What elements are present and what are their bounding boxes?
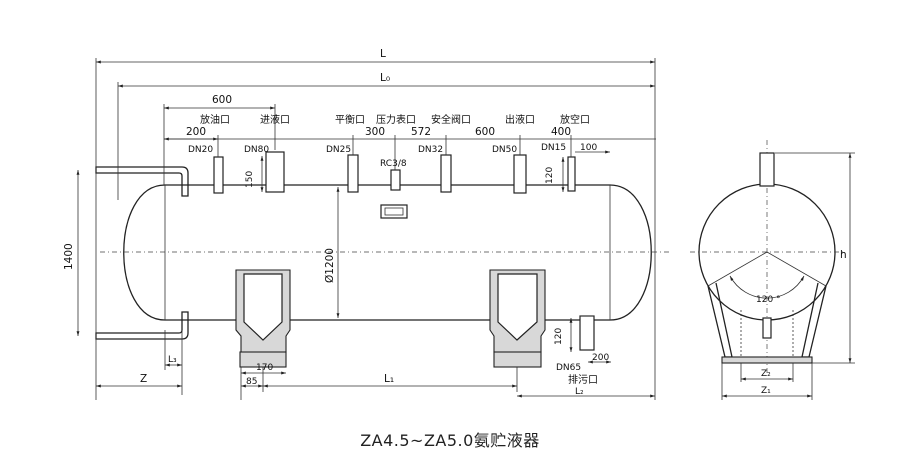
- port-gauge: 压力表口: [376, 113, 416, 126]
- port-safety: 安全阀口: [431, 113, 471, 126]
- end-support-right: [801, 282, 827, 358]
- label-150: 150: [245, 171, 255, 188]
- label-200-b: 200: [592, 353, 609, 363]
- nozzle-vent-dn15: [567, 156, 576, 192]
- nozzle-safety-dn32: [440, 154, 452, 193]
- label-dn15: DN15: [541, 143, 566, 153]
- label-400: 400: [551, 126, 571, 138]
- label-dn65: DN65: [556, 363, 581, 373]
- label-200-a: 200: [186, 126, 206, 138]
- label-100: 100: [580, 143, 597, 153]
- figure-caption: ZA4.5~ZA5.0氨贮液器: [360, 431, 540, 450]
- label-600-a: 600: [212, 94, 232, 106]
- label-170: 170: [256, 363, 273, 373]
- saddle-left: [235, 269, 291, 368]
- label-572: 572: [411, 126, 431, 138]
- end-support-left: [707, 282, 733, 358]
- label-dn20: DN20: [188, 145, 213, 155]
- saddle-right: [489, 269, 546, 368]
- nozzle-oil-dn20: [213, 156, 224, 194]
- port-vent: 放空口: [560, 113, 590, 126]
- label-1400: 1400: [63, 243, 75, 270]
- nozzle-inlet-dn80: [265, 151, 285, 193]
- label-angle: 120 °: [756, 295, 781, 305]
- label-L: L: [380, 48, 386, 60]
- label-L0: L₀: [380, 72, 390, 84]
- nozzle-balance-dn25: [347, 154, 359, 193]
- label-Z2: Z₂: [761, 369, 771, 379]
- label-dn50: DN50: [492, 145, 517, 155]
- label-Z1: Z₁: [761, 386, 771, 396]
- end-nozzle-top: [759, 152, 775, 187]
- oil-pipe-bottom: [95, 311, 189, 340]
- end-base: [721, 356, 813, 364]
- end-drain: [762, 317, 772, 339]
- label-L3: L₃: [168, 355, 177, 365]
- label-dn32: DN32: [418, 145, 443, 155]
- label-rc38: RC3/8: [380, 159, 407, 169]
- end-view: 120 ° h Z₂ Z₁: [690, 140, 855, 400]
- nameplate-inner: [384, 207, 404, 216]
- label-85: 85: [246, 377, 257, 387]
- port-drain: 排污口: [568, 373, 598, 386]
- port-balance: 平衡口: [335, 114, 365, 126]
- label-120-top: 120: [545, 167, 555, 184]
- label-L1: L₁: [384, 373, 394, 385]
- label-L2: L₂: [575, 387, 584, 397]
- oil-pipe-top: [95, 166, 189, 197]
- side-view: L L₀ 600 200 300 572 600 400 放油口 进液口 平衡口…: [63, 48, 670, 400]
- label-600-b: 600: [475, 126, 495, 138]
- nozzle-gauge-rc38: [390, 169, 401, 191]
- label-dn25: DN25: [326, 145, 351, 155]
- nozzle-outlet-dn50: [513, 154, 527, 194]
- label-dia1200: Ø1200: [324, 248, 336, 283]
- port-inlet: 进液口: [260, 113, 290, 126]
- port-outlet: 出液口: [505, 113, 535, 126]
- label-120-bottom: 120: [554, 328, 564, 345]
- label-300: 300: [365, 126, 385, 138]
- nozzle-drain-dn65: [579, 315, 595, 351]
- label-Z: Z: [140, 373, 147, 385]
- label-h: h: [840, 249, 847, 261]
- label-dn80: DN80: [244, 145, 269, 155]
- port-oil: 放油口: [200, 113, 230, 126]
